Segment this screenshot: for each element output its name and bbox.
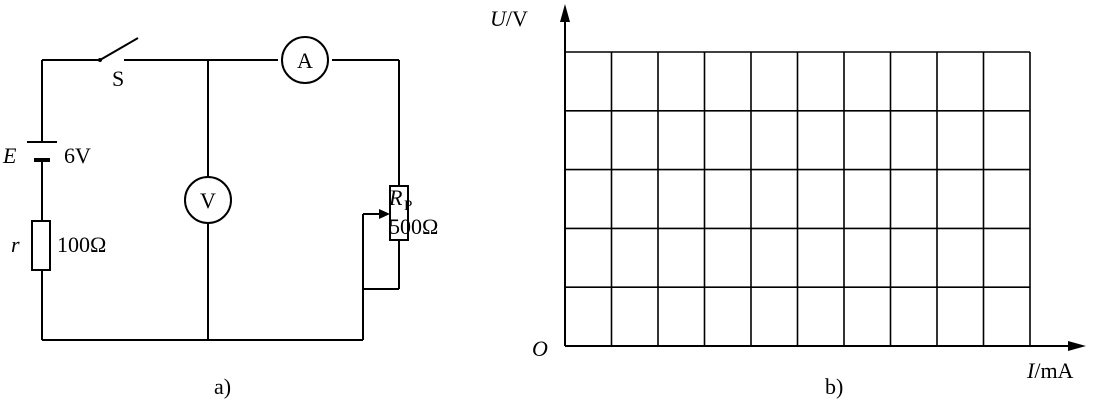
rheostat bbox=[389, 185, 409, 241]
internal-resistor bbox=[31, 220, 51, 271]
rheostat-symbol-main: R bbox=[388, 185, 403, 210]
ammeter-symbol: A bbox=[297, 48, 313, 73]
y-axis-unit: /V bbox=[506, 6, 528, 31]
caption-a: a) bbox=[214, 374, 231, 399]
circuit-diagram: S A V E 6V r 100Ω R P 500Ω bbox=[2, 36, 438, 399]
x-axis-label: I/mA bbox=[1026, 358, 1074, 383]
internal-resistance-value: 100Ω bbox=[57, 232, 106, 257]
switch-label: S bbox=[112, 66, 124, 91]
x-axis-unit: /mA bbox=[1034, 358, 1073, 383]
switch bbox=[98, 37, 139, 62]
caption-b: b) bbox=[825, 374, 843, 399]
rheostat-symbol-sub: P bbox=[404, 198, 412, 214]
rheostat-value: 500Ω bbox=[389, 214, 438, 239]
y-axis-symbol: U bbox=[490, 6, 508, 31]
y-axis-arrow bbox=[560, 4, 570, 22]
emf-value: 6V bbox=[64, 143, 91, 168]
battery bbox=[27, 141, 57, 162]
graph: U/V I/mA O b) bbox=[490, 4, 1086, 399]
y-axis-label: U/V bbox=[490, 6, 528, 31]
rheostat-slider-arrow bbox=[363, 209, 390, 219]
voltmeter: V bbox=[184, 176, 232, 224]
internal-resistance-symbol: r bbox=[11, 232, 20, 257]
circuit-wires bbox=[41, 59, 400, 341]
emf-symbol: E bbox=[2, 143, 17, 168]
x-axis-arrow bbox=[1068, 341, 1086, 351]
origin-label: O bbox=[532, 336, 548, 361]
graph-grid bbox=[565, 51, 1031, 346]
ammeter: A bbox=[281, 36, 329, 84]
voltmeter-symbol: V bbox=[200, 188, 216, 213]
rheostat-symbol: R bbox=[388, 185, 403, 210]
x-axis-symbol: I bbox=[1026, 358, 1036, 383]
